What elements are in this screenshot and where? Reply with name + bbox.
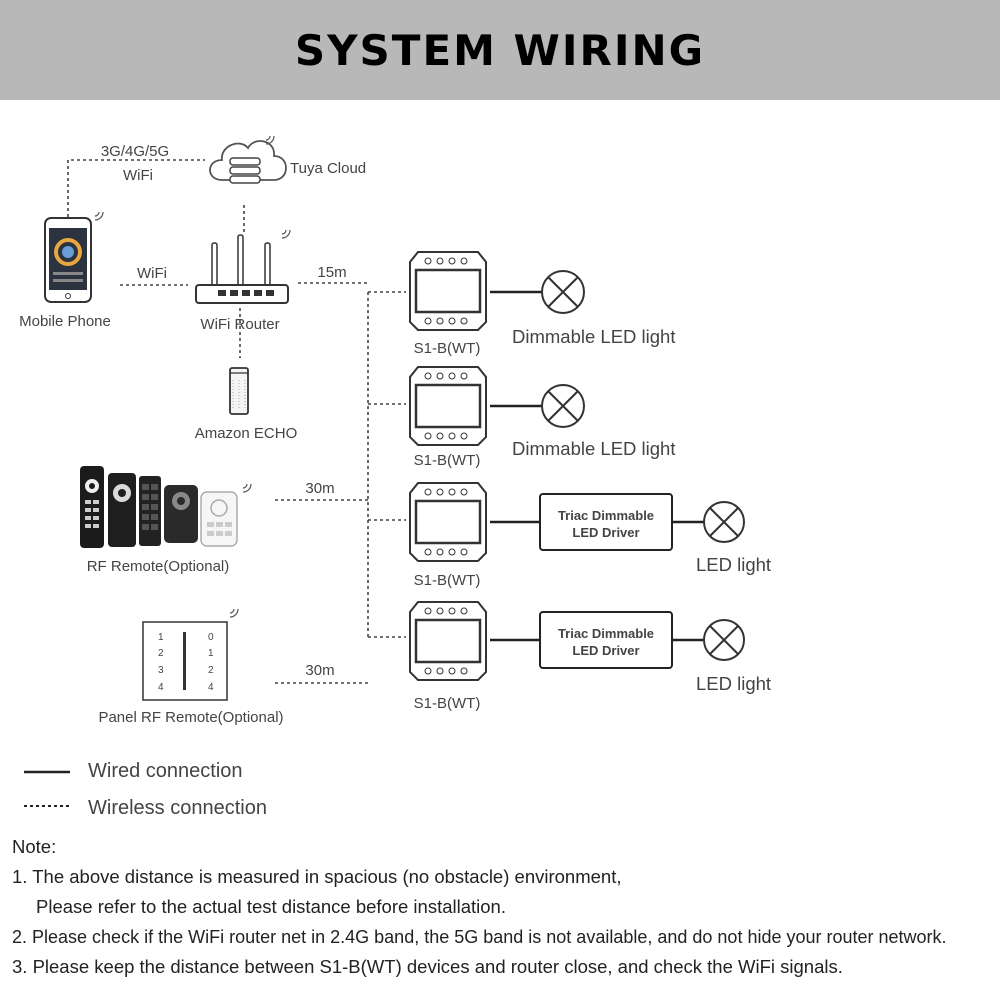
led-driver-box: Triac Dimmable LED Driver — [539, 611, 673, 669]
echo-body — [229, 367, 249, 415]
legend: Wired connection Wireless connection — [24, 760, 267, 819]
wireless-links — [67, 159, 406, 684]
led-driver-box: Triac Dimmable LED Driver — [539, 493, 673, 551]
panel-signal-icon — [229, 608, 239, 618]
wiring-diagram: 3G/4G/5G WiFi WiFi 15m 30m 30m Tuya Clou… — [19, 135, 771, 819]
rf-signal-icon — [242, 483, 252, 493]
server-stack-icon — [229, 157, 261, 184]
wifi-router: WiFi Router — [195, 229, 291, 333]
panel-key: 3 — [158, 665, 164, 676]
device-label: S1-B(WT) — [414, 340, 481, 357]
driver-label-line1: Triac Dimmable — [558, 626, 654, 641]
device-row-1: S1-B(WT) Dimmable LED light — [409, 251, 675, 357]
wifi-link-label: WiFi — [137, 265, 167, 282]
remote-2 — [108, 473, 136, 547]
driver-label-line2: LED Driver — [572, 525, 639, 540]
remote-4 — [164, 485, 198, 543]
note-2: 2. Please check if the WiFi router net i… — [12, 927, 947, 947]
panel-key: 0 — [208, 632, 214, 643]
driver-label-line2: LED Driver — [572, 643, 639, 658]
router-label: WiFi Router — [200, 316, 279, 333]
legend-wireless-label: Wireless connection — [88, 797, 267, 819]
note-1: 1. The above distance is measured in spa… — [12, 866, 622, 887]
legend-wired-label: Wired connection — [88, 760, 243, 782]
device-label: S1-B(WT) — [414, 452, 481, 469]
rf-remotes: RF Remote(Optional) — [80, 466, 252, 575]
panel-key: 1 — [208, 648, 214, 659]
note-3: 3. Please keep the distance between S1-B… — [12, 956, 843, 977]
antenna — [237, 234, 244, 286]
lamp-icon — [541, 384, 585, 428]
output-label: Dimmable LED light — [512, 438, 675, 459]
distance-rf-label: 30m — [305, 480, 334, 497]
amazon-echo: Amazon ECHO — [195, 367, 298, 442]
dimmer-module — [409, 482, 487, 562]
distance-panel-label: 30m — [305, 662, 334, 679]
antenna — [211, 242, 218, 286]
panel-remote-label: Panel RF Remote(Optional) — [98, 709, 283, 726]
cloud-label: Tuya Cloud — [290, 160, 366, 177]
page-title: SYSTEM WIRING — [294, 25, 706, 75]
router-signal-icon — [281, 229, 291, 239]
device-row-4: S1-B(WT) Triac Dimmable LED Driver LED l… — [409, 601, 771, 712]
link-phone-cloud — [67, 159, 205, 217]
output-label: Dimmable LED light — [512, 326, 675, 347]
lamp-icon — [703, 501, 745, 543]
device-label: S1-B(WT) — [414, 695, 481, 712]
device-label: S1-B(WT) — [414, 572, 481, 589]
device-row-3: S1-B(WT) Triac Dimmable LED Driver LED l… — [409, 482, 771, 589]
panel-key: 2 — [208, 665, 214, 676]
remote-5 — [200, 491, 238, 547]
output-label: LED light — [696, 554, 771, 575]
panel-key: 4 — [158, 682, 164, 693]
phone-signal-icon — [94, 211, 104, 221]
phone-label: Mobile Phone — [19, 313, 111, 330]
antenna — [264, 242, 271, 286]
lamp-icon — [703, 619, 745, 661]
dimmer-module — [409, 366, 487, 446]
dimmer-module — [409, 601, 487, 681]
mobile-phone: Mobile Phone — [19, 211, 111, 330]
notes-heading: Note: — [12, 836, 57, 857]
dimmer-module — [409, 251, 487, 331]
cellular-label: 3G/4G/5G — [101, 143, 169, 160]
lamp-icon — [541, 270, 585, 314]
remote-1 — [80, 466, 104, 548]
panel-key: 1 — [158, 632, 164, 643]
output-label: LED light — [696, 673, 771, 694]
wifi-top-label: WiFi — [123, 167, 153, 184]
note-1-continued: Please refer to the actual test distance… — [36, 896, 506, 917]
distance-router-label: 15m — [317, 264, 346, 281]
tuya-cloud: Tuya Cloud — [209, 135, 366, 184]
rf-remote-label: RF Remote(Optional) — [87, 558, 230, 575]
device-row-2: S1-B(WT) Dimmable LED light — [409, 366, 675, 469]
panel-slider — [183, 632, 186, 690]
panel-key: 2 — [158, 648, 164, 659]
echo-label: Amazon ECHO — [195, 425, 298, 442]
driver-label-line1: Triac Dimmable — [558, 508, 654, 523]
panel-rf-remote: 1 2 3 4 0 1 2 4 Panel RF Remote(Optional… — [98, 608, 284, 726]
notes-section: Note: 1. The above distance is measured … — [12, 832, 997, 982]
remote-3 — [139, 476, 161, 546]
header-bar: SYSTEM WIRING — [0, 0, 1000, 100]
panel-key: 4 — [208, 682, 214, 693]
